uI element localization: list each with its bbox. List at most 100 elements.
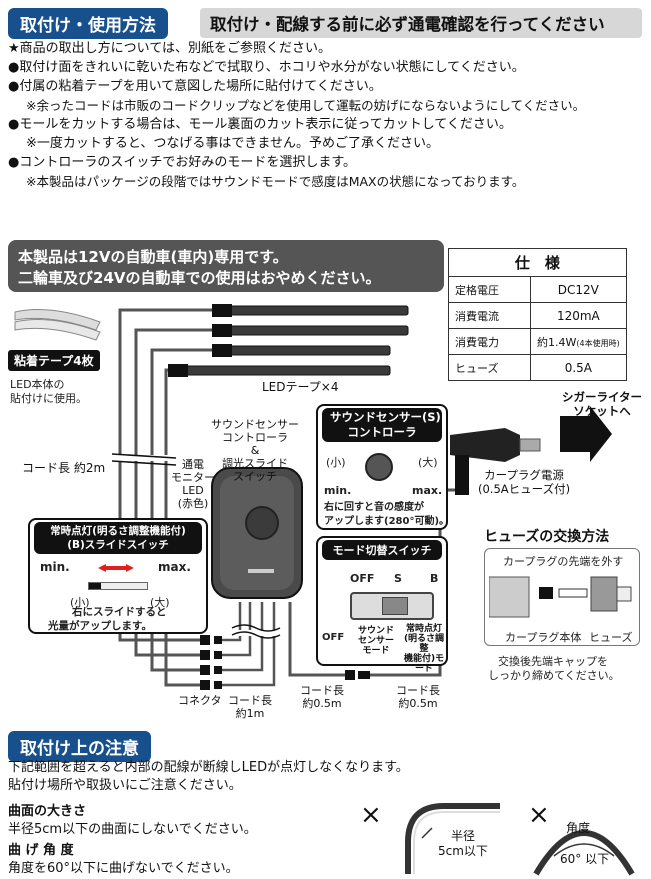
radius-label-line: 5cm以下 xyxy=(438,844,488,858)
wiring-diagram-graphic xyxy=(111,304,612,690)
sound-sensor-title-line: サウンドセンサー(S) xyxy=(330,410,441,424)
fuse-body-label: カープラグ本体 xyxy=(505,631,582,644)
install-line-5: ●モールをカットする場合は、モール裏面のカット表示に従ってカットしてください。 xyxy=(8,117,512,132)
mode-b-label: B xyxy=(430,572,439,585)
mode-switch-title: モード切替スイッチ xyxy=(322,540,442,560)
install-line-2: ●取付け面をきれいに乾いた布などで拭取り、ホコリや水分がない状態にしてください。 xyxy=(8,60,525,75)
slide-thumb[interactable] xyxy=(89,583,101,589)
slide-large-label: (大) xyxy=(150,596,170,609)
curve-title: 曲面の大きさ xyxy=(8,804,87,819)
cord-length-05-b: コード長 約0.5m xyxy=(396,684,440,710)
slide-switch-box: 常時点灯(明るさ調整機能付) (B)スライドスイッチ min. max. (小)… xyxy=(28,518,208,634)
angle-value: 60° 以下 xyxy=(560,852,610,866)
sound-sensor-title-line: コントローラ xyxy=(347,425,417,439)
slide-note-2: 光量がアップします。 xyxy=(48,620,152,632)
monitor-led-label-line: 通電 xyxy=(182,458,204,471)
install-warning-banner: 取付け・配線する前に必ず通電確認を行ってください xyxy=(200,8,642,38)
slide-red-arrow-icon xyxy=(98,564,134,572)
spec-key: 定格電圧 xyxy=(448,276,531,303)
spec-value: 120mA xyxy=(530,302,627,329)
install-line-3: ●付属の粘着テープを用いて意図した場所に貼付けてください。 xyxy=(8,79,382,94)
mode-switch-box: モード切替スイッチ OFF S B OFF サウンド センサー モード 常時点灯… xyxy=(316,536,448,674)
spec-key: 消費電流 xyxy=(448,302,531,329)
monitor-led-label-line: モニター xyxy=(171,471,215,484)
install-line-8: ※本製品はパッケージの段階ではサウンドモードで感度はMAXの状態になっております… xyxy=(26,174,525,189)
led-tape-label: LEDテープ×4 xyxy=(262,380,339,394)
spec-key: 消費電力 xyxy=(448,328,531,355)
slide-note-1: 右にスライドすると xyxy=(72,606,167,618)
always-on-line: 機能付)モード xyxy=(403,654,445,674)
sound-sensor-title: サウンドセンサー(S) コントローラ xyxy=(322,408,442,442)
cigar-socket-line: ソケットへ xyxy=(573,404,631,418)
mode-switch-knob[interactable] xyxy=(382,597,408,615)
sound-mode-line: モード xyxy=(362,646,390,656)
caution-section-title: 取付け上の注意 xyxy=(8,731,151,762)
install-line-1: ★商品の取出し方については、別紙をご参照ください。 xyxy=(8,41,332,56)
always-on-mode-label: 常時点灯 (明るさ調整 機能付)モード xyxy=(402,624,446,674)
caution-line-1: 下記範囲を超えると内部の配線が断線しLEDが点灯しなくなります。 xyxy=(8,760,409,775)
slide-track xyxy=(88,582,148,590)
sound-large-label: (大) xyxy=(418,456,438,469)
cord-length-1m-line: 約1m xyxy=(235,707,265,720)
mode-switch-slider[interactable] xyxy=(350,592,434,620)
slide-min-label: min. xyxy=(40,560,70,574)
radius-label-line: 半径 xyxy=(450,829,475,843)
car-plug-line: カープラグ電源 xyxy=(484,468,564,482)
slide-switch-title-line: 常時点灯(明るさ調整機能付) xyxy=(50,525,186,537)
spec-value-note: (4本使用時) xyxy=(576,338,620,348)
usage-warning-line-2: 二輪車及び24Vの自動車での使用はおやめください。 xyxy=(18,269,381,287)
caution-line-2: 貼付け場所や取扱いにご注意ください。 xyxy=(8,778,242,793)
install-line-7: ●コントローラのスイッチでお好みのモードを選択します。 xyxy=(8,155,357,170)
always-on-line: 常時点灯 xyxy=(405,624,442,634)
bend-title: 曲 げ 角 度 xyxy=(8,843,74,858)
cigar-socket-label: シガーライター ソケットへ xyxy=(562,390,642,418)
cord-length-05-a-line: 約0.5m xyxy=(302,697,342,710)
controller-label: サウンドセンサー コントローラ & 調光スライド スイッチ xyxy=(200,418,310,483)
sensitivity-knob[interactable] xyxy=(365,453,393,481)
fuse-illustration xyxy=(489,576,632,618)
fuse-step: カープラグの先端を外す xyxy=(503,555,624,568)
adhesive-tape-label: 粘着テープ4枚 xyxy=(8,350,100,371)
adhesive-tape-graphic xyxy=(14,309,101,341)
sound-mode-label: サウンド センサー モード xyxy=(358,626,394,656)
sound-mode-line: センサー xyxy=(358,636,395,646)
sound-small-label: (小) xyxy=(326,456,346,469)
fuse-illustration-box: カープラグの先端を外す カープラグ本体 ヒューズ xyxy=(484,548,640,646)
radius-label: 半径 5cm以下 xyxy=(438,829,488,859)
cord-length-1m-line: コード長 xyxy=(228,694,272,707)
curve-cross-icon: × xyxy=(360,800,382,830)
bend-text: 角度を60°以下に曲げないでください。 xyxy=(8,861,239,876)
car-plug-label: カープラグ電源 (0.5Aヒューズ付) xyxy=(478,468,570,496)
spec-value: 約1.4W xyxy=(537,335,577,349)
sound-sensor-box: サウンドセンサー(S) コントローラ (小) (大) min. max. 右に回… xyxy=(316,404,449,530)
sound-max-label: max. xyxy=(412,484,443,497)
slide-max-label: max. xyxy=(158,560,191,574)
cord-length-05-a-line: コード長 xyxy=(300,684,344,697)
spec-key: ヒューズ xyxy=(448,354,531,381)
usage-warning-box: 本製品は12Vの自動車(車内)専用です。 二輪車及び24Vの自動車での使用はおや… xyxy=(8,240,444,292)
fuse-note-1: 交換後先端キャップを xyxy=(498,655,608,668)
fuse-note-2: しっかり締めてください。 xyxy=(488,669,620,682)
cigar-socket-line: シガーライター xyxy=(562,390,643,404)
mode-s-label: S xyxy=(394,572,402,585)
monitor-led-label: 通電 モニター LED (赤色) xyxy=(168,458,218,510)
angle-label: 角度 xyxy=(566,821,591,835)
controller-label-line: & xyxy=(250,444,260,457)
sound-mode-line: サウンド xyxy=(358,626,395,636)
spec-value: DC12V xyxy=(530,276,627,303)
install-line-6: ※一度カットすると、つなげる事はできません。予めご了承ください。 xyxy=(26,136,439,151)
fuse-title: ヒューズの交換方法 xyxy=(484,529,610,545)
caution-illustration xyxy=(405,803,635,876)
sound-note-1: 右に回すと音の感度が xyxy=(324,502,424,513)
cord-length-1m: コード長 約1m xyxy=(228,694,272,720)
adhesive-tape-note-1: LED本体の xyxy=(10,378,65,391)
sound-min-label: min. xyxy=(324,484,352,497)
monitor-led-label-line: (赤色) xyxy=(177,497,209,510)
curve-text: 半径5cm以下の曲面にしないでください。 xyxy=(8,822,257,837)
controller-label-line: コントローラ xyxy=(222,431,288,444)
slide-small-label: (小) xyxy=(70,596,90,609)
install-line-4: ※余ったコードは市販のコードクリップなどを使用して運転の妨げにならないようにして… xyxy=(26,98,586,113)
controller-label-line: サウンドセンサー xyxy=(211,418,299,431)
bend-cross-icon: × xyxy=(528,800,550,830)
cord-length-05-b-line: コード長 xyxy=(396,684,440,697)
